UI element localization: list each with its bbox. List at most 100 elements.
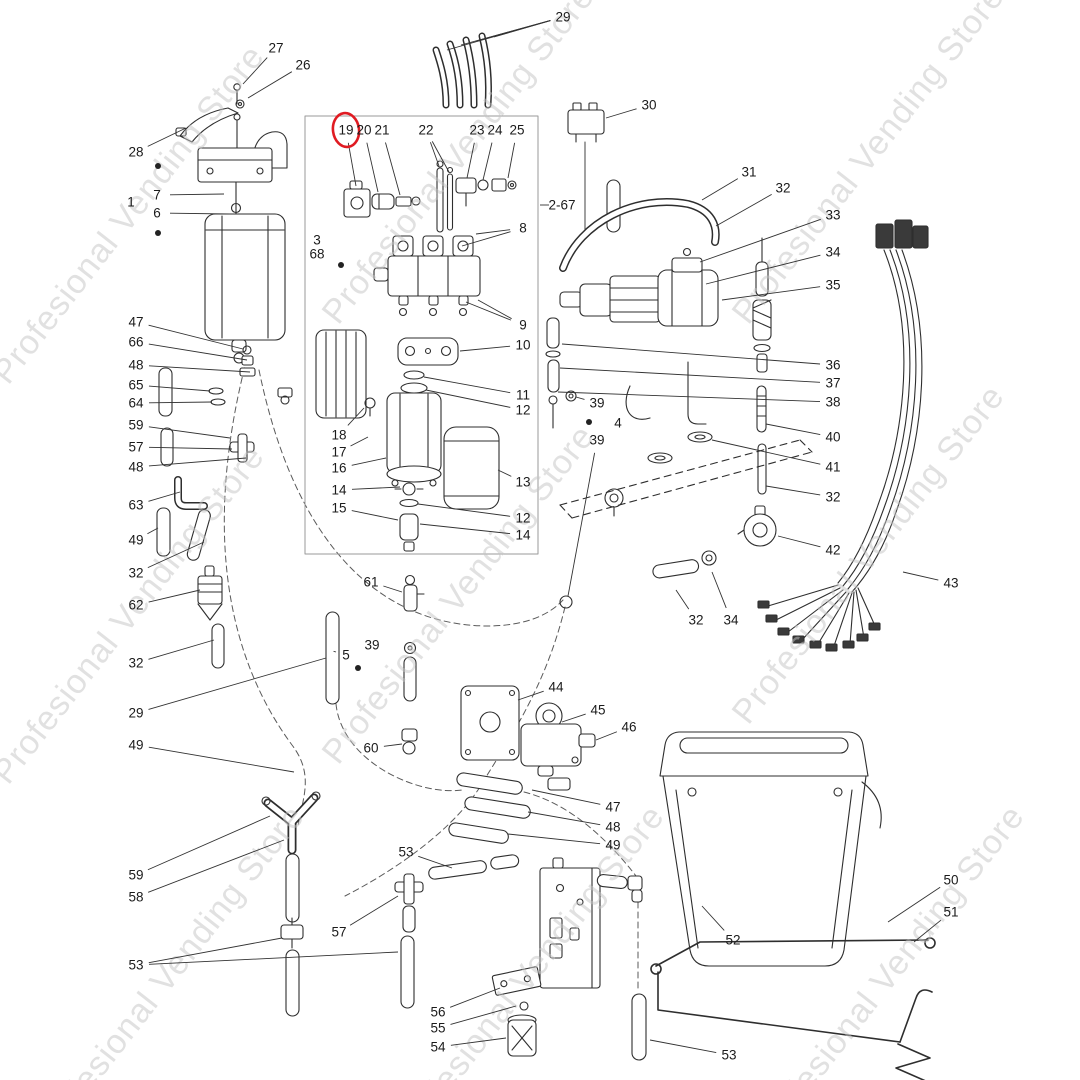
part-number-label: 1 (127, 195, 135, 210)
leader-line (701, 178, 739, 201)
part-number-label: 2-67 (548, 198, 575, 213)
part-number-label: 10 (515, 338, 530, 353)
part-number-label: 39 (364, 638, 379, 653)
part-number-label: 14 (515, 528, 531, 543)
leader-line (459, 345, 511, 352)
leader-line (605, 108, 637, 119)
canister-13 (443, 426, 500, 510)
part-number-label: 28 (128, 145, 143, 160)
filter-36-38 (752, 237, 772, 495)
leader-line (148, 426, 231, 439)
tubes-47-48-49 (448, 772, 531, 844)
bucket-52 (659, 731, 882, 967)
part-number-label: 68 (309, 247, 324, 262)
leader-line (475, 20, 551, 42)
part-number-label: 59 (128, 418, 143, 433)
leader-line (531, 789, 601, 805)
leader-line (147, 541, 205, 569)
part-number-label: 49 (128, 738, 143, 753)
wire-stand-50-51 (650, 937, 936, 1080)
parts-54-55-56 (491, 966, 542, 1057)
part-number-label: 55 (430, 1021, 445, 1036)
highlight-circle (331, 111, 361, 149)
part-number-label: 32 (825, 490, 840, 505)
leader-line (148, 937, 283, 964)
part-number-label: 24 (487, 123, 503, 138)
part-number-label: 57 (128, 440, 143, 455)
leader-line (475, 229, 511, 235)
leader-line (383, 743, 403, 747)
leader-line (465, 301, 512, 321)
part-number-label: 32 (775, 181, 790, 196)
watermark-text: Profesional Vending Store (0, 437, 273, 791)
leader-line (147, 815, 271, 871)
reference-dot (338, 262, 344, 268)
part-number-label: 64 (128, 396, 144, 411)
part-number-label: 31 (741, 165, 756, 180)
part-number-label: 56 (430, 1005, 445, 1020)
leader-line (147, 839, 285, 893)
part-number-label: 40 (825, 430, 840, 445)
part-number-label: 36 (825, 358, 840, 373)
bracket-28 (175, 83, 245, 143)
leader-line (148, 746, 295, 773)
tubes-29-top (432, 32, 493, 109)
pressostat-42 (652, 505, 777, 579)
leader-line (477, 299, 512, 320)
part-number-label: 48 (128, 358, 143, 373)
leader-line (493, 20, 551, 38)
fittings-14-15 (394, 482, 424, 552)
part-number-label: 20 (356, 123, 371, 138)
part-number-label: 11 (516, 388, 530, 403)
leader-line (349, 895, 399, 926)
leader-line (351, 510, 399, 521)
leader-line (333, 650, 337, 653)
reference-dot (155, 163, 161, 169)
part-number-label: 52 (725, 933, 740, 948)
part-number-label: 32 (128, 656, 143, 671)
leader-line (699, 218, 821, 263)
leader-line (429, 142, 440, 167)
watermark-text: Profesional Vending Store (724, 377, 1013, 731)
leader-line (913, 919, 942, 943)
left-fittings (156, 345, 293, 561)
part-number-label: 62 (128, 598, 143, 613)
part-number-label: 8 (519, 221, 527, 236)
leader-line (148, 343, 248, 361)
tube-29 (325, 611, 340, 705)
part-number-label: 41 (825, 460, 840, 475)
leader-line (351, 457, 387, 466)
leader-line (675, 589, 690, 610)
leader-line (418, 855, 453, 869)
leader-line (148, 951, 399, 965)
leader-line (595, 731, 618, 741)
part-number-label: 53 (398, 845, 413, 860)
leader-line (148, 401, 213, 404)
part-number-label: 38 (825, 395, 840, 410)
leader-line (148, 589, 201, 603)
part-number-label: 39 (589, 396, 604, 411)
part-number-label: 9 (519, 318, 527, 333)
part-number-label: 4 (614, 416, 622, 431)
wire-clips-39-4 (559, 361, 707, 609)
switch-30 (567, 102, 621, 233)
leader-line (347, 142, 357, 187)
part-number-label: 32 (128, 566, 143, 581)
leader-line (148, 491, 181, 502)
part-number-label: 49 (128, 533, 143, 548)
part-number-label: 37 (825, 376, 840, 391)
leader-line (446, 20, 551, 51)
pump-16 (386, 370, 442, 487)
leader-line (431, 141, 450, 173)
boiler-assembly (197, 113, 288, 364)
part-number-label: 35 (825, 278, 840, 293)
leader-line (482, 142, 493, 181)
part-number-label: 29 (555, 10, 570, 25)
part-number-label: 15 (331, 501, 346, 516)
part-number-label: 18 (331, 428, 346, 443)
part-number-label: 33 (825, 208, 840, 223)
leader-line (559, 367, 821, 383)
tubing-route-lines (223, 357, 639, 991)
leader-line (705, 254, 821, 285)
